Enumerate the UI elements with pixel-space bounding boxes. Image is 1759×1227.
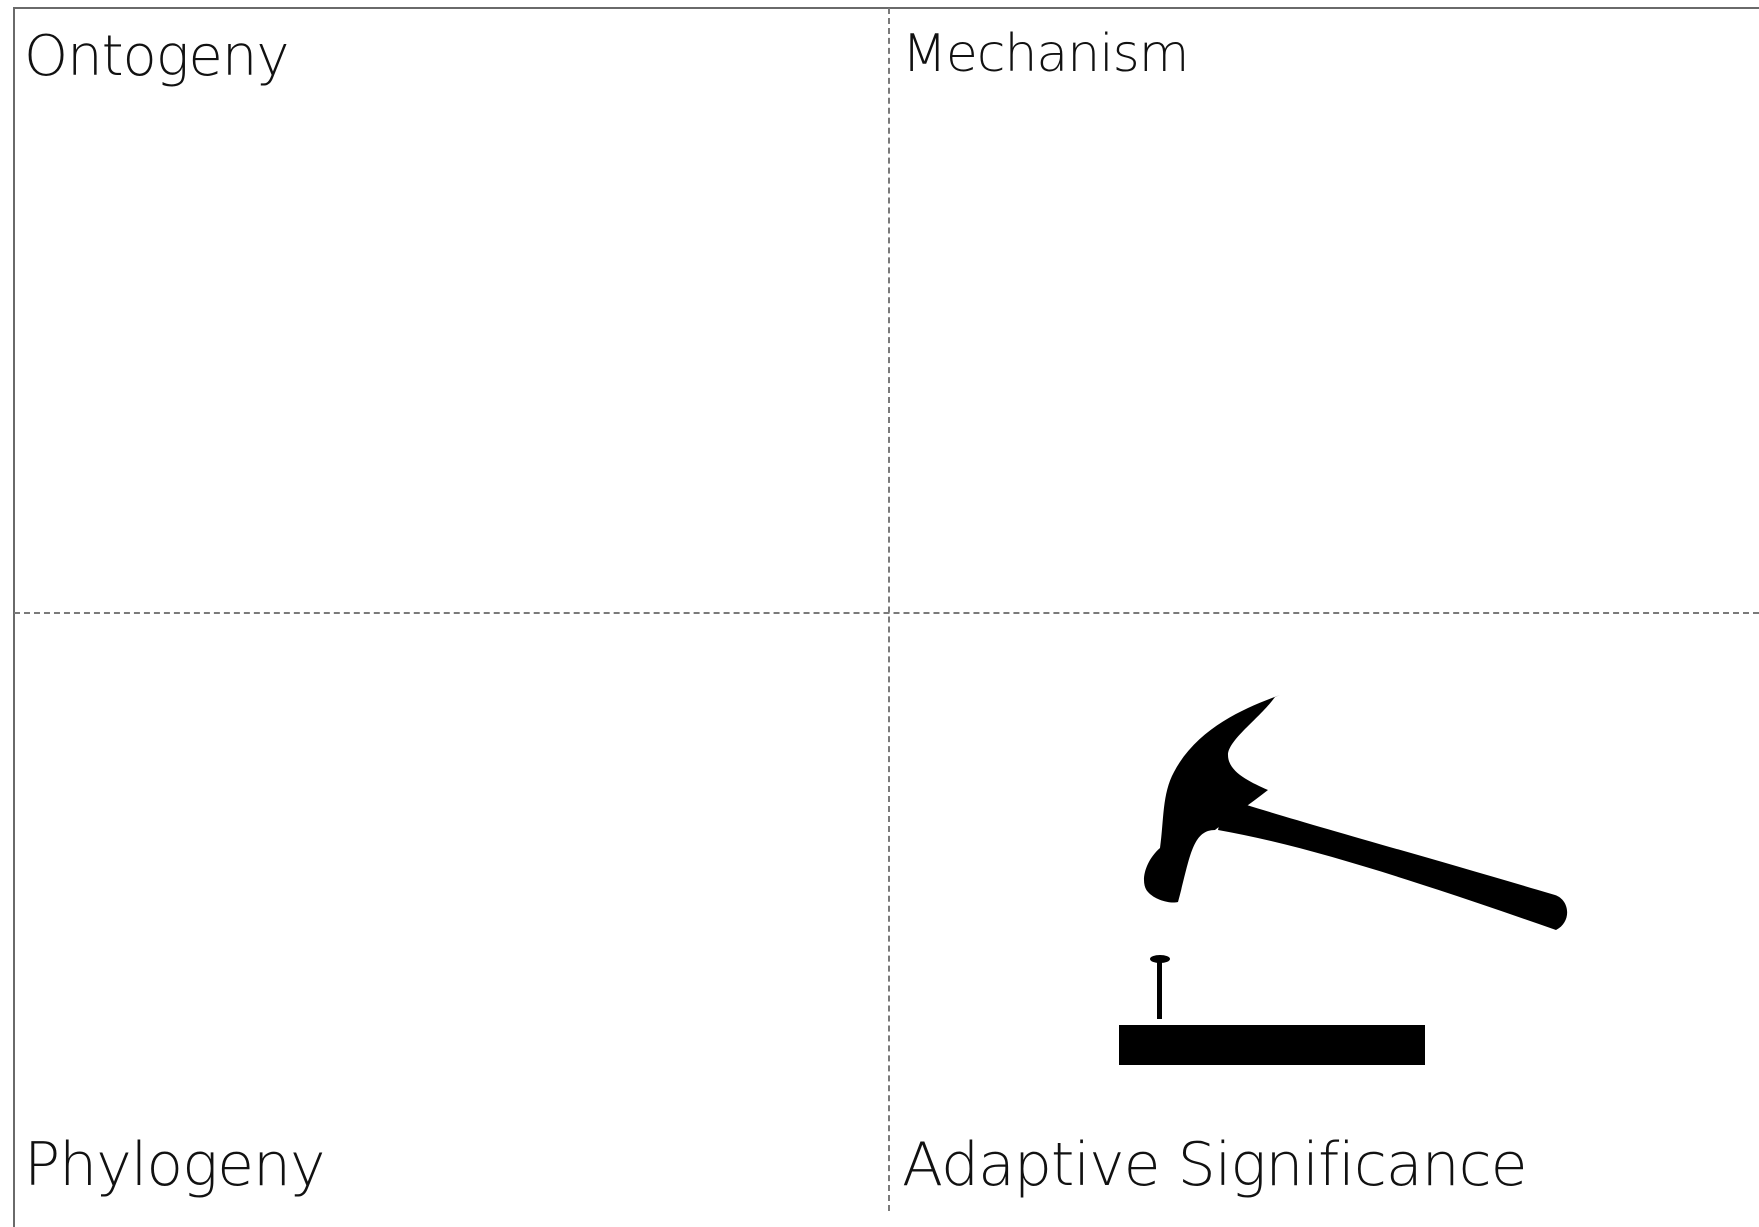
nail-shank [1157, 959, 1162, 1019]
hammer-head [1144, 695, 1280, 903]
hammer-and-nail-icon [1119, 695, 1568, 1065]
horizontal-divider [14, 612, 1759, 614]
wood-board [1119, 1025, 1425, 1065]
quadrant-label-adaptive-significance: Adaptive Significance [902, 1130, 1528, 1200]
hammer-handle [1218, 798, 1568, 930]
vertical-divider [888, 8, 890, 1211]
quadrant-label-ontogeny: Ontogeny [24, 24, 289, 89]
diagram-frame [13, 7, 1759, 1227]
quadrant-label-mechanism: Mechanism [902, 24, 1189, 84]
quadrant-label-phylogeny: Phylogeny [24, 1130, 326, 1200]
